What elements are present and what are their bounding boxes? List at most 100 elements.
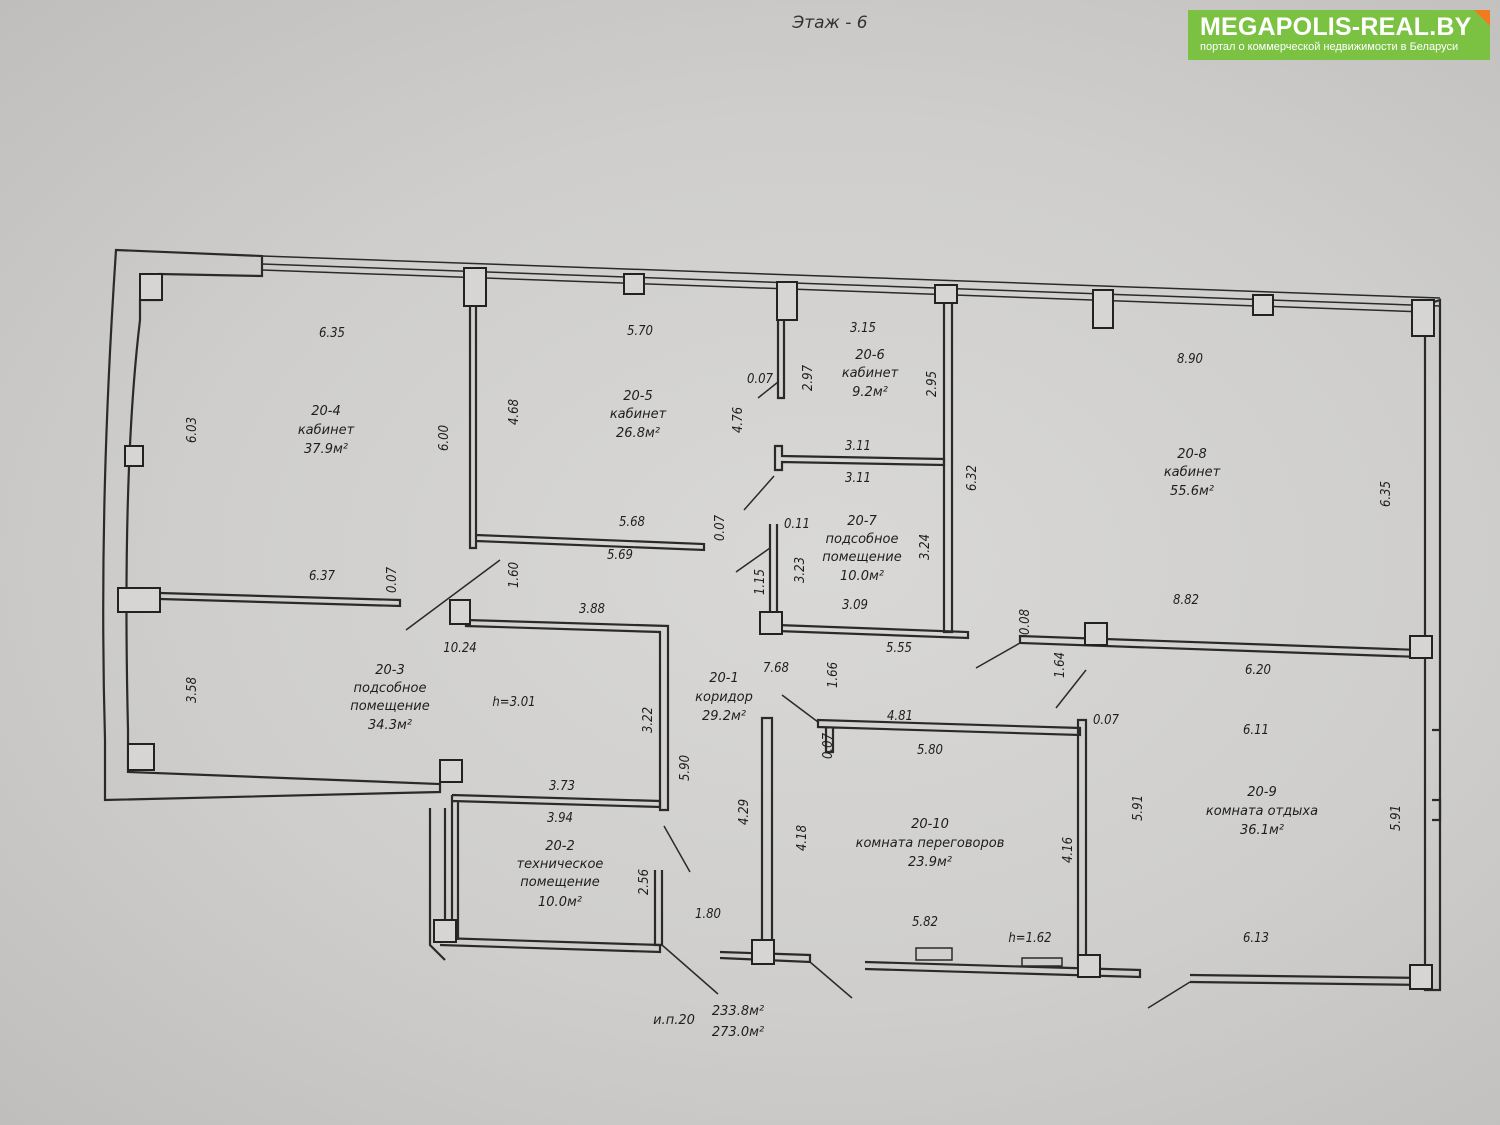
svg-text:34.3м²: 34.3м² [368, 718, 412, 733]
svg-text:20-5: 20-5 [623, 389, 653, 404]
dim: 6.11 [1243, 723, 1269, 738]
room-20-5-label: 20-5 кабинет 26.8м² [610, 389, 667, 441]
svg-text:9.2м²: 9.2м² [852, 385, 888, 400]
dim: 3.58 [185, 677, 200, 703]
svg-text:20-3: 20-3 [375, 663, 405, 678]
room-20-2-label: 20-2 техническое помещение 10.0м² [517, 839, 604, 910]
dim: 4.76 [731, 407, 746, 433]
dim: 1.60 [507, 562, 522, 588]
svg-text:20-2: 20-2 [545, 839, 575, 854]
dim: 6.20 [1245, 663, 1271, 678]
room-20-9-label: 20-9 комната отдыха 36.1м² [1206, 785, 1318, 838]
room-20-6-label: 20-6 кабинет 9.2м² [842, 348, 899, 400]
dim: 5.90 [678, 755, 693, 781]
svg-text:20-1: 20-1 [709, 671, 739, 686]
svg-text:техническое: техническое [517, 857, 604, 872]
dim: 6.35 [1379, 481, 1394, 507]
dim: 3.11 [845, 471, 871, 486]
svg-text:37.9м²: 37.9м² [304, 442, 348, 457]
dim: 4.18 [795, 825, 810, 851]
dim: 6.03 [185, 417, 200, 443]
room-20-4-label: 20-4 кабинет 37.9м² [298, 404, 355, 457]
columns [117, 267, 1435, 990]
dim: 2.97 [801, 364, 816, 391]
dim: 6.32 [965, 465, 980, 491]
svg-text:кабинет: кабинет [1164, 465, 1221, 480]
dim: 3.15 [850, 321, 876, 336]
dim: 3.23 [793, 557, 808, 583]
svg-text:20-8: 20-8 [1177, 447, 1207, 462]
dim: 3.88 [579, 602, 605, 617]
svg-text:комната отдыха: комната отдыха [1206, 804, 1318, 819]
svg-text:кабинет: кабинет [298, 423, 355, 438]
svg-text:23.9м²: 23.9м² [908, 855, 952, 870]
dim: 1.64 [1053, 652, 1068, 678]
dim: 5.80 [917, 743, 943, 758]
svg-text:помещение: помещение [350, 699, 429, 714]
dim: 4.68 [507, 399, 522, 425]
dim: 6.00 [437, 425, 452, 451]
dim: 2.95 [925, 371, 940, 397]
svg-text:кабинет: кабинет [842, 366, 899, 381]
dim: 0.07 [821, 732, 836, 759]
dim: 5.91 [1131, 795, 1146, 821]
svg-text:10.0м²: 10.0м² [840, 569, 884, 584]
interior-walls [159, 300, 1442, 967]
svg-text:коридор: коридор [695, 690, 753, 705]
svg-text:20-7: 20-7 [847, 514, 877, 529]
dim: 5.82 [912, 915, 938, 930]
room-20-1-label: 20-1 коридор 29.2м² [695, 671, 753, 724]
dim: 5.68 [619, 515, 645, 530]
svg-text:10.0м²: 10.0м² [538, 895, 582, 910]
dim: 3.94 [547, 811, 573, 826]
dim: 3.73 [549, 779, 575, 794]
site-logo[interactable]: MEGAPOLIS-REAL.BY портал о коммерческой … [1188, 10, 1490, 60]
dim: 3.24 [918, 534, 933, 560]
room-20-3-label: 20-3 подсобное помещение 34.3м² [350, 663, 429, 733]
dim: 3.09 [842, 598, 868, 613]
dim: h=3.01 [492, 695, 535, 710]
svg-text:20-9: 20-9 [1247, 785, 1277, 800]
logo-corner-fold [1474, 10, 1490, 26]
dim: 1.15 [753, 569, 768, 595]
dim: 6.37 [309, 569, 336, 584]
dim: 5.70 [627, 324, 653, 339]
svg-text:комната переговоров: комната переговоров [856, 836, 1005, 851]
dim: 0.07 [385, 566, 400, 593]
svg-text:20-6: 20-6 [855, 348, 885, 363]
svg-text:20-4: 20-4 [311, 404, 341, 419]
dim: 8.90 [1177, 352, 1203, 367]
svg-text:подсобное: подсобное [353, 681, 426, 696]
dim: 4.16 [1061, 837, 1076, 863]
dim: h=1.62 [1008, 931, 1051, 946]
dim: 3.22 [641, 707, 656, 733]
dim: 0.08 [1018, 609, 1033, 635]
svg-text:36.1м²: 36.1м² [1240, 823, 1284, 838]
dim: 0.11 [784, 517, 810, 532]
svg-text:кабинет: кабинет [610, 407, 667, 422]
dim: 8.82 [1173, 593, 1199, 608]
room-20-8-label: 20-8 кабинет 55.6м² [1164, 447, 1221, 499]
useful-area: 233.8м² [712, 1004, 764, 1019]
total-area: 273.0м² [712, 1025, 764, 1040]
dim: 1.66 [826, 662, 841, 688]
unit-label: и.п.20 [653, 1013, 695, 1028]
dim: 3.11 [845, 439, 871, 454]
area-summary: и.п.20 233.8м² 273.0м² [653, 1004, 764, 1040]
dim: 6.35 [319, 326, 345, 341]
door-swings [405, 381, 1191, 1009]
dim: 5.91 [1389, 805, 1404, 831]
dim: 10.24 [443, 641, 476, 656]
dim: 1.80 [695, 907, 721, 922]
svg-text:помещение: помещение [822, 550, 901, 565]
room-20-7-label: 20-7 подсобное помещение 10.0м² [822, 514, 901, 584]
svg-text:26.8м²: 26.8м² [616, 426, 660, 441]
dim: 0.07 [747, 372, 774, 387]
svg-text:29.2м²: 29.2м² [702, 709, 746, 724]
svg-text:подсобное: подсобное [825, 532, 898, 547]
dim: 5.55 [886, 641, 912, 656]
dim: 0.07 [713, 514, 728, 541]
dim: 6.13 [1243, 931, 1269, 946]
room-20-10-label: 20-10 комната переговоров 23.9м² [856, 817, 1005, 870]
